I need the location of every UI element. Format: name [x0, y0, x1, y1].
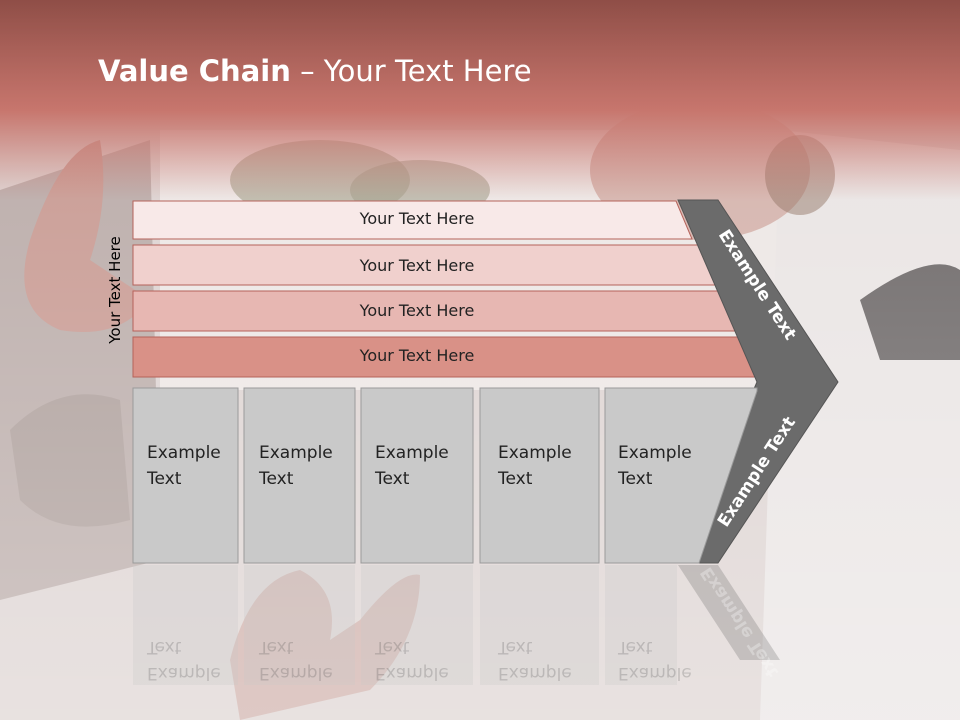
box-reflection-label-4: Example Text [498, 637, 572, 683]
bar-label-1: Your Text Here [359, 209, 475, 228]
bar-label-4: Your Text Here [359, 346, 475, 365]
box-reflection-label-2: Example Text [259, 637, 333, 683]
box-reflections [133, 565, 780, 685]
box-label-3: Example Text [375, 443, 449, 489]
box-reflection-label-1: Example Text [147, 637, 221, 683]
box-5 [604, 387, 758, 564]
bar-1 [132, 200, 693, 240]
title-rest: – Your Text Here [290, 54, 532, 88]
bar-label-2: Your Text Here [359, 256, 475, 275]
box-label-2: Example Text [259, 443, 333, 489]
box-2 [243, 387, 356, 564]
box-label-4: Example Text [498, 443, 572, 489]
box-3 [360, 387, 474, 564]
box-reflection-label-3: Example Text [375, 637, 449, 683]
box-label-5: Example Text [618, 443, 692, 489]
page-title: Value Chain – Your Text Here [98, 54, 532, 88]
bar-label-3: Your Text Here [359, 301, 475, 320]
box-1 [132, 387, 239, 564]
title-bold: Value Chain [98, 54, 291, 88]
box-4 [479, 387, 600, 564]
box-label-1: Example Text [147, 443, 221, 489]
box-reflection-label-5: Example Text [618, 637, 692, 683]
